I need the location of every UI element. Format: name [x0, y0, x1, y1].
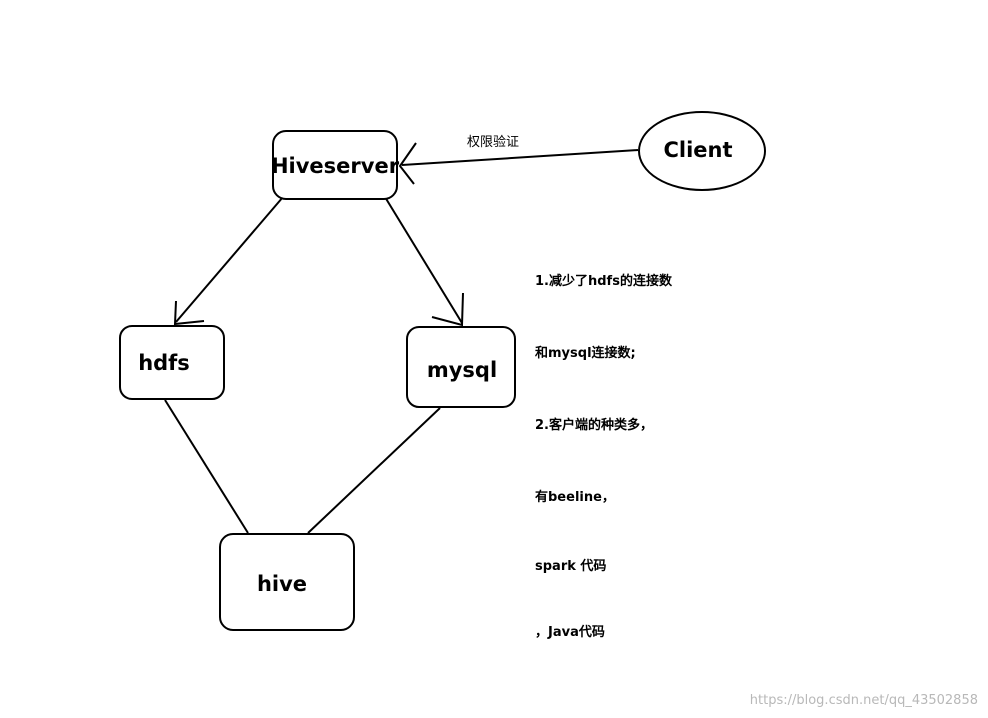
edge-client-to-hiveserver: [401, 149, 639, 166]
edge-label-auth: 权限验证: [467, 134, 519, 150]
node-mysql-box: [406, 326, 516, 408]
edge-hiveserver-to-mysql: [384, 196, 463, 324]
annotation-note: 1.减少了hdfs的连接数 和mysql连接数; 2.客户端的种类多， 有bee…: [535, 222, 735, 666]
edge-hiveserver-to-hdfs: [175, 196, 284, 323]
note-line-3: 2.客户端的种类多，: [535, 418, 653, 433]
node-hdfs-box: [119, 325, 225, 400]
watermark: https://blog.csdn.net/qq_43502858: [749, 693, 978, 708]
arrowhead-hiveserver: [398, 142, 417, 185]
edge-hdfs-to-hive: [164, 399, 249, 534]
node-hiveserver-label: Hiveserver: [271, 154, 400, 178]
node-mysql-label: mysql: [427, 358, 497, 382]
arrowhead-hdfs: [173, 300, 205, 326]
note-line-4: 有beeline，: [535, 490, 615, 505]
node-hive-box: [219, 533, 355, 631]
node-hdfs-label: hdfs: [138, 351, 190, 375]
node-hiveserver-box: [272, 130, 398, 200]
node-client-label: Client: [663, 138, 732, 162]
node-client-ellipse: [638, 111, 766, 191]
note-line-2: 和mysql连接数;: [535, 346, 636, 361]
arrowhead-mysql: [431, 292, 464, 327]
node-hive-label: hive: [257, 572, 307, 596]
note-line-1: 1.减少了hdfs的连接数: [535, 274, 672, 289]
edge-mysql-to-hive: [307, 407, 441, 534]
note-line-6: ，Java代码: [535, 625, 605, 640]
note-line-5: spark 代码: [535, 559, 607, 574]
